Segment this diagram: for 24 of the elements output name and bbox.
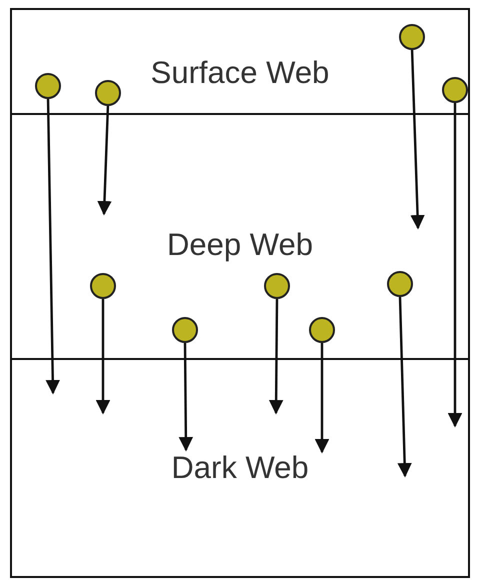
arrow	[410, 48, 425, 230]
pin-circle	[309, 317, 335, 343]
arrow	[314, 343, 330, 454]
arrow	[448, 101, 462, 428]
pin-circle	[399, 24, 425, 50]
web-layer-band	[10, 360, 470, 578]
pin-circle	[95, 80, 121, 106]
arrow	[397, 296, 412, 478]
arrow	[46, 96, 60, 394]
pin-circle	[90, 273, 116, 299]
pin-circle	[442, 77, 468, 103]
pin-circle	[35, 73, 61, 99]
layer-label: Deep Web	[166, 227, 314, 263]
web-layer-band	[10, 8, 470, 115]
pin-circle	[264, 273, 290, 299]
layer-label: Dark Web	[170, 450, 310, 486]
arrow	[178, 342, 194, 452]
pin-circle	[172, 317, 198, 343]
layer-label: Surface Web	[150, 55, 330, 91]
arrow	[97, 104, 112, 216]
arrow	[268, 298, 284, 414]
web-layer-band	[10, 115, 470, 360]
pin-circle	[387, 271, 413, 297]
arrow	[96, 299, 110, 414]
